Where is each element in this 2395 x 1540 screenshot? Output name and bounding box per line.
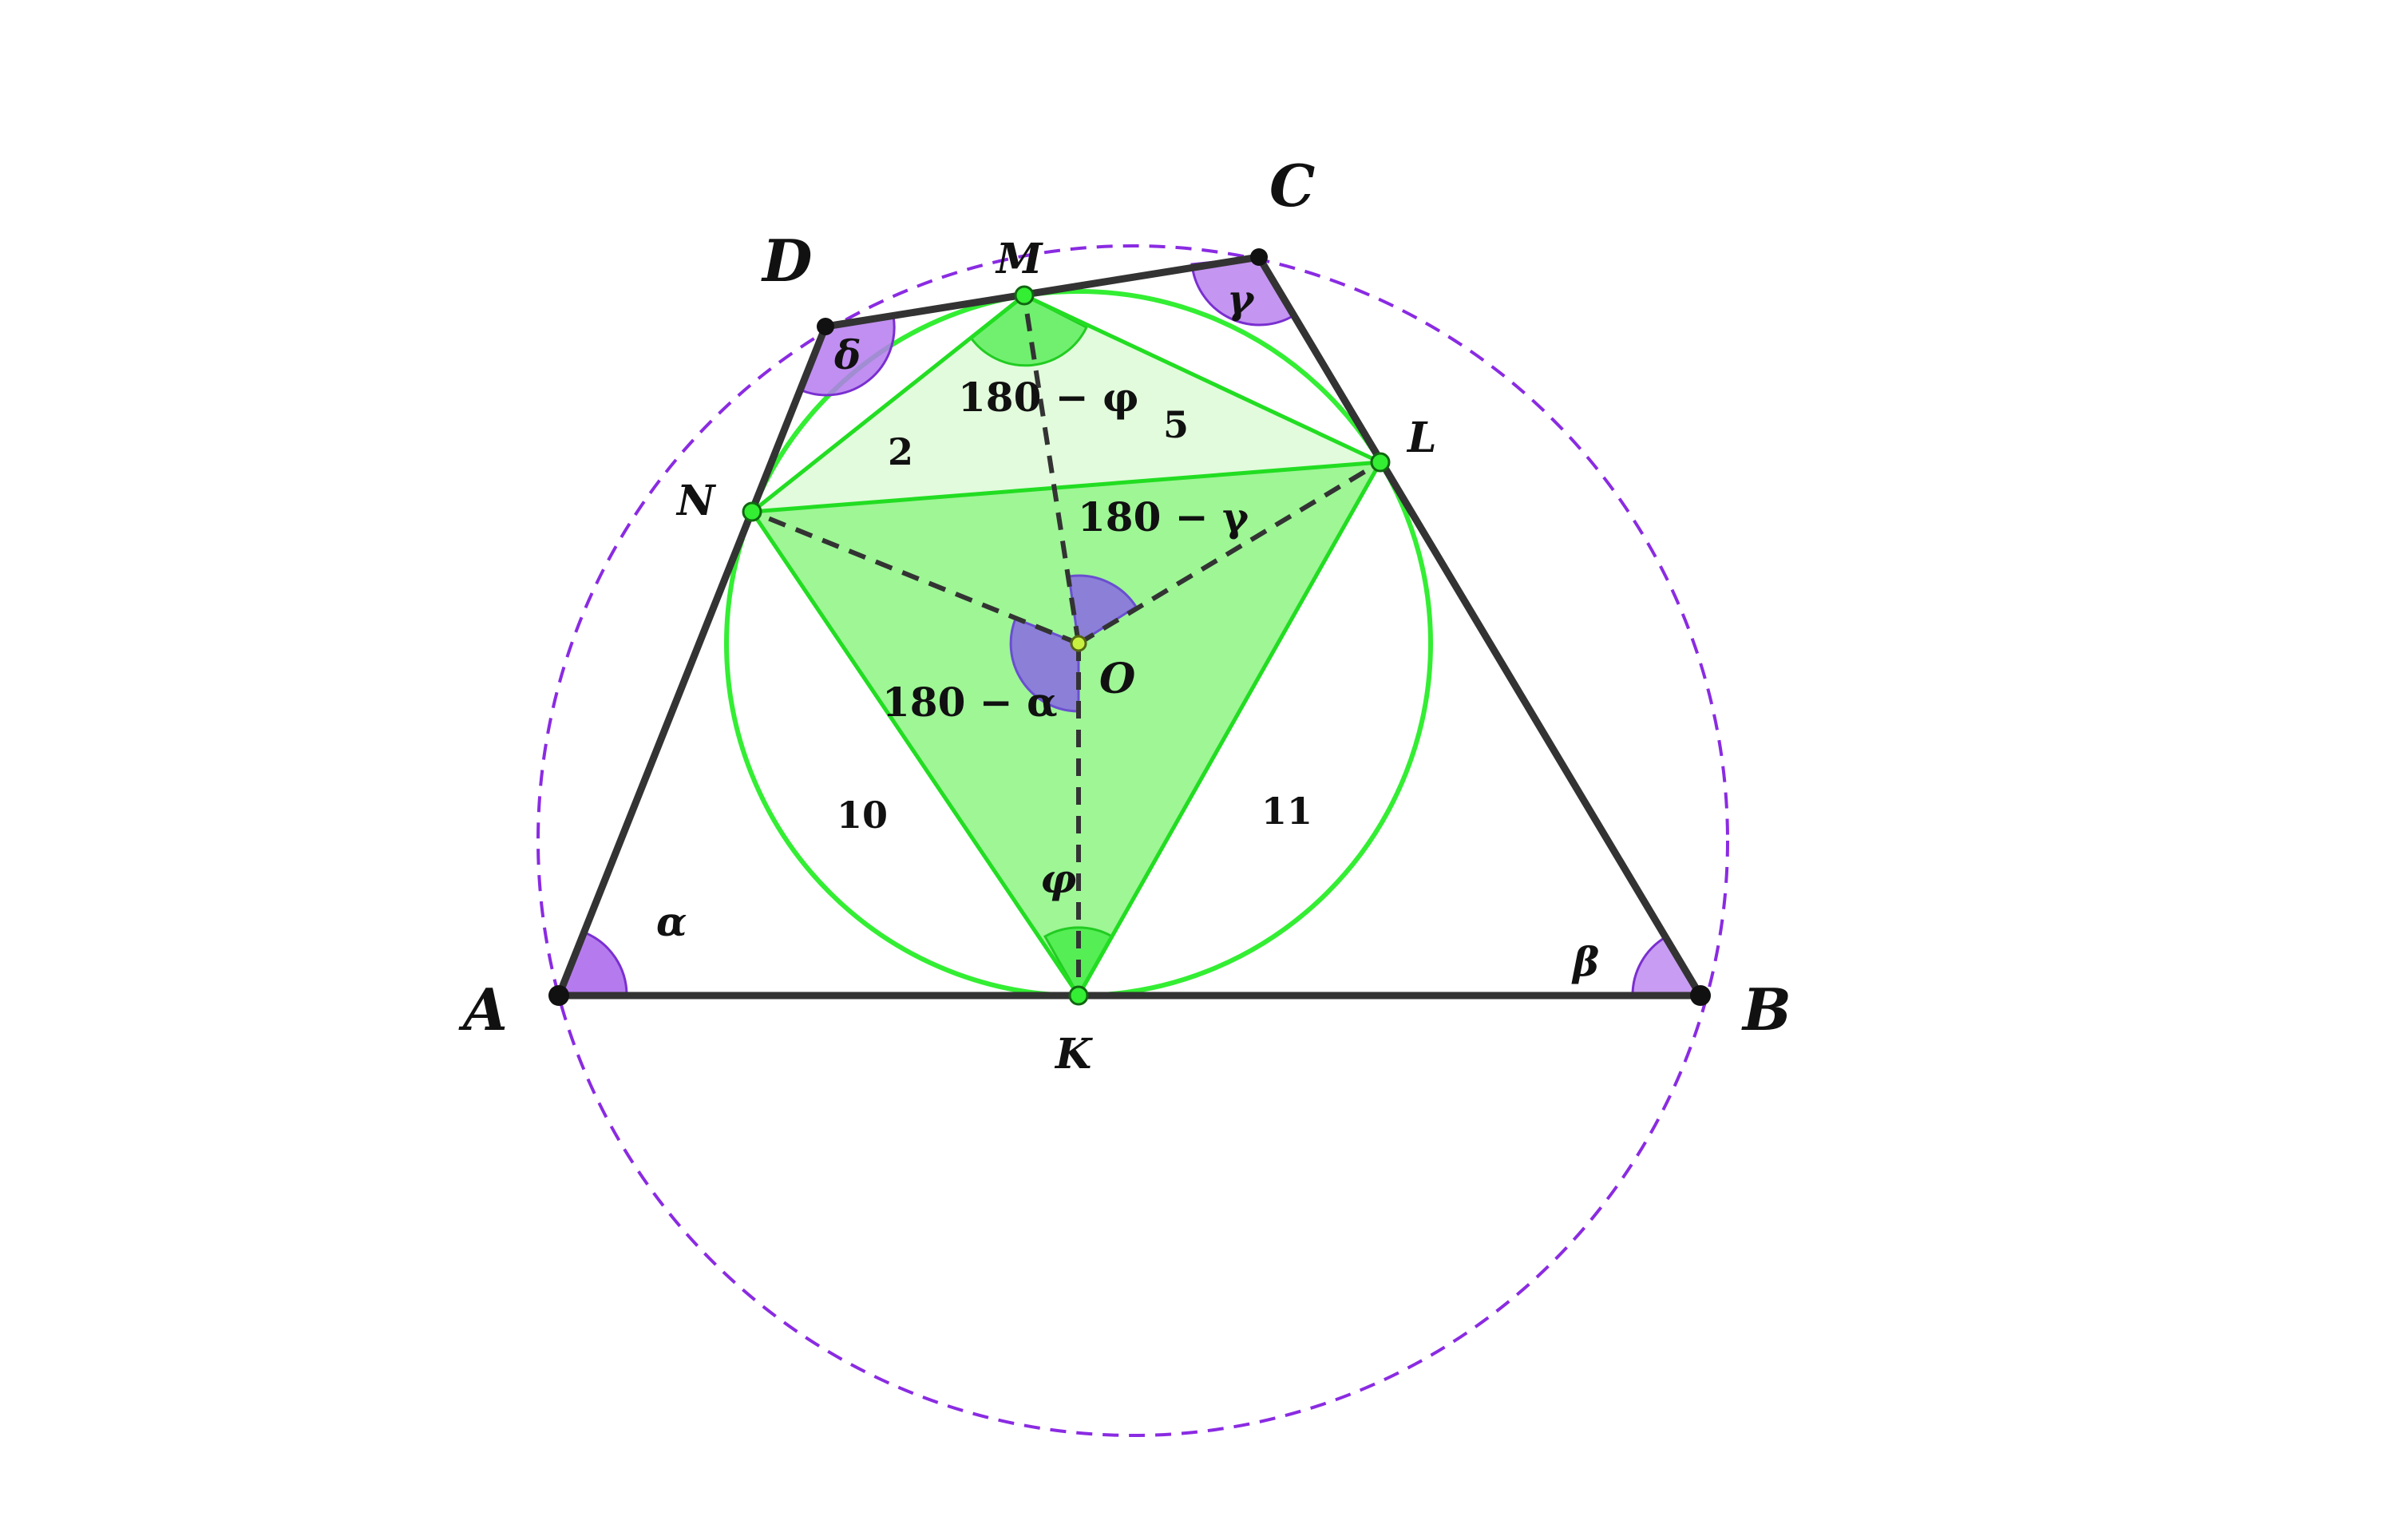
angle-alpha-sector — [556, 931, 628, 997]
label-A: A — [458, 976, 508, 1043]
angle-O-upper-sector — [1067, 574, 1138, 646]
point-D — [817, 318, 834, 335]
segment-NM — [750, 294, 1026, 513]
label-D: D — [761, 227, 812, 295]
label-beta: β — [1571, 938, 1599, 985]
label-180-minus-phi: 180 − φ — [958, 374, 1138, 421]
label-alpha: α — [656, 898, 687, 945]
segment-NL — [751, 460, 1381, 514]
radius-ON — [750, 509, 1080, 646]
point-L — [1370, 452, 1391, 473]
point-K — [1068, 985, 1089, 1006]
radius-OL — [1077, 460, 1382, 646]
circumcircle — [536, 244, 1729, 1437]
radius-OM — [1022, 295, 1081, 644]
contact-quadrilateral-edges — [750, 293, 1383, 997]
label-phi: φ — [1040, 855, 1076, 902]
point-A — [548, 985, 569, 1006]
point-C — [1250, 248, 1268, 266]
label-region-2: 2 — [888, 430, 913, 473]
label-L: L — [1406, 414, 1437, 462]
segment-NK — [750, 510, 1081, 997]
angle-beta-sector — [1631, 935, 1703, 997]
label-180-minus-gamma: 180 − γ — [1078, 493, 1249, 540]
angle-O-lower-sector — [1009, 617, 1080, 713]
label-C: C — [1269, 152, 1315, 220]
label-B: B — [1741, 976, 1791, 1043]
point-M — [1014, 285, 1035, 306]
label-N: N — [675, 477, 717, 525]
point-O — [1070, 635, 1087, 652]
triangle-NML — [752, 295, 1380, 512]
label-region-11: 11 — [1261, 790, 1312, 833]
label-M: M — [995, 235, 1043, 283]
label-region-10: 10 — [837, 794, 888, 837]
point-N — [742, 501, 762, 522]
label-region-5: 5 — [1163, 403, 1189, 446]
label-180-minus-alpha: 180 − α — [882, 679, 1058, 726]
triangle-NLK — [752, 462, 1380, 996]
segment-LK — [1076, 461, 1383, 997]
label-gamma: γ — [1227, 275, 1255, 323]
point-B — [1690, 985, 1711, 1006]
label-O: O — [1099, 655, 1135, 703]
label-delta: δ — [833, 331, 861, 378]
label-K: K — [1054, 1030, 1093, 1079]
dashed-radii — [750, 295, 1382, 996]
segment-ML — [1023, 293, 1382, 465]
